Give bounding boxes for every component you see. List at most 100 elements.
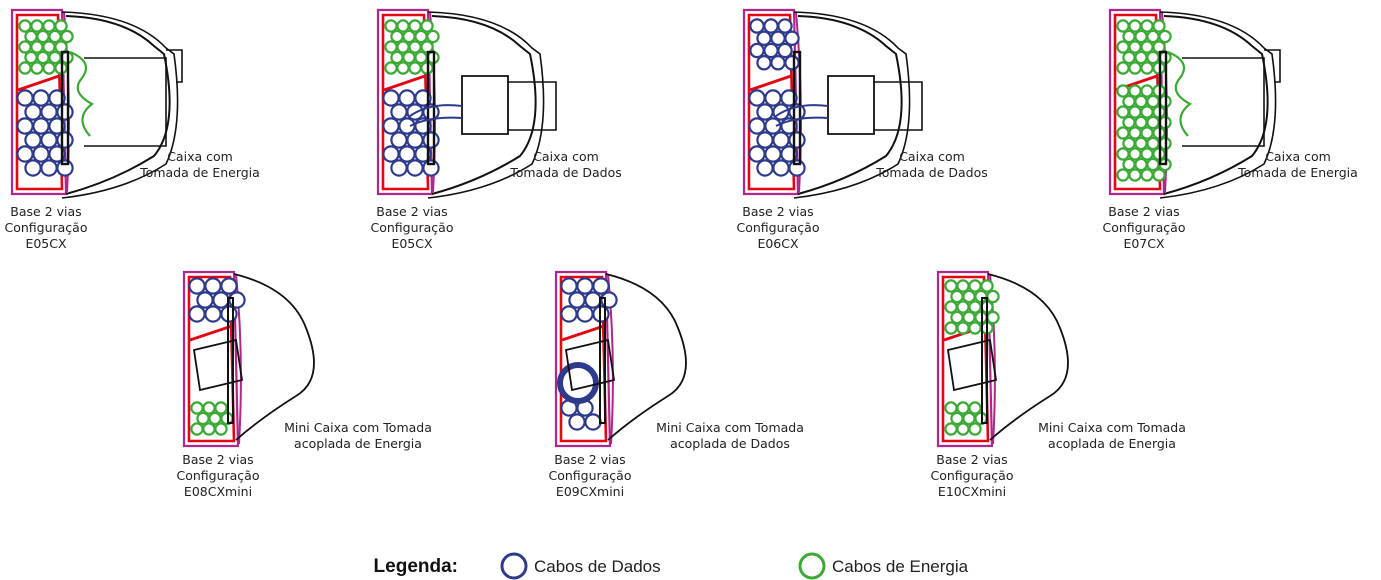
- cable-circle: [188, 277, 206, 295]
- cable-circle: [1140, 61, 1154, 75]
- base-label-line: E09CXmini: [556, 484, 624, 499]
- cable-circle: [390, 50, 404, 65]
- cable-circle: [396, 19, 410, 33]
- cable-circle: [390, 29, 404, 44]
- top-compartment-cables: [560, 277, 618, 323]
- base-inner-wall: [941, 275, 990, 443]
- box-caption-line: Mini Caixa com Tomada: [284, 420, 432, 435]
- cable-circle: [24, 103, 42, 121]
- cable-circle: [968, 300, 982, 314]
- cable-circle: [396, 61, 410, 75]
- cable-circle: [1152, 19, 1166, 33]
- cable-circle: [944, 422, 958, 436]
- cable-circle: [980, 279, 994, 293]
- cable-circle: [406, 131, 424, 149]
- data-socket: [827, 75, 875, 135]
- cable-circle: [1146, 157, 1160, 172]
- cable-circle: [944, 321, 958, 335]
- box-caption-line: Mini Caixa com Tomada: [1038, 420, 1186, 435]
- cable-circle: [408, 19, 422, 33]
- bottom-compartment-cables: [944, 401, 988, 436]
- box-caption-line: Tomada de Dados: [509, 165, 622, 180]
- top-compartment-cables: [384, 19, 440, 75]
- cable-circle: [1140, 105, 1154, 119]
- cable-circle: [1116, 147, 1130, 161]
- cable-circle: [1158, 29, 1172, 44]
- box-shell-outer: [1159, 11, 1277, 199]
- energy-socket: [84, 57, 167, 147]
- cable-circle: [36, 50, 50, 65]
- cable-circle: [396, 40, 410, 54]
- cable-circle: [382, 89, 400, 107]
- cable-circle: [40, 103, 58, 121]
- cable-circle: [777, 18, 793, 34]
- cable-circle: [1116, 19, 1130, 33]
- cable-circle: [962, 289, 976, 304]
- cable-circle: [1128, 168, 1142, 182]
- base-label-line: E05CX: [391, 236, 433, 251]
- cable-circle: [382, 145, 400, 163]
- cable-circle: [756, 103, 774, 121]
- cable-circle: [950, 411, 964, 426]
- cable-circle: [54, 19, 68, 33]
- base-label-line: E07CX: [1123, 236, 1165, 251]
- base-label-line: Base 2 vias: [182, 452, 253, 467]
- cable-circle: [788, 159, 806, 177]
- cable-circle: [1122, 94, 1136, 109]
- cable-circle: [32, 89, 50, 107]
- cable-circle: [1146, 115, 1160, 130]
- cable-circle: [202, 422, 216, 436]
- cable-circle: [1140, 19, 1154, 33]
- cable-circle: [212, 291, 230, 309]
- cable-circle: [24, 29, 38, 44]
- cable-circle: [30, 40, 44, 54]
- cable-circle: [770, 30, 786, 46]
- energy-wire: [69, 50, 94, 137]
- cable-circle: [56, 103, 74, 121]
- base-outer-wall: [936, 270, 994, 448]
- base-label-line: Configuração: [370, 220, 453, 235]
- cable-circle: [30, 19, 44, 33]
- base-inner-wall: [381, 13, 430, 191]
- bottom-compartment-cables: [190, 401, 234, 436]
- cable-circle: [384, 19, 398, 33]
- cable-circle: [1128, 61, 1142, 75]
- cable-circle: [944, 300, 958, 314]
- cable-circle: [196, 291, 214, 309]
- base-outer-wall: [554, 270, 612, 448]
- box-caption-line: Tomada de Energia: [1237, 165, 1358, 180]
- cable-circle: [962, 310, 976, 325]
- base-label-line: Base 2 vias: [376, 204, 447, 219]
- base-label-line: Configuração: [736, 220, 819, 235]
- cable-circle: [784, 30, 800, 46]
- cable-circle: [1134, 157, 1148, 172]
- cable-circle: [568, 413, 586, 431]
- box-caption-line: Caixa com: [167, 149, 233, 164]
- cable-circle: [390, 103, 408, 121]
- cable-circle: [1146, 50, 1160, 65]
- cable-circle: [764, 89, 782, 107]
- cable-circle: [56, 131, 74, 149]
- cable-circle: [1122, 136, 1136, 151]
- cable-circle: [956, 300, 970, 314]
- cable-circle: [24, 50, 38, 65]
- cable-circle: [196, 411, 210, 426]
- cable-circle: [576, 277, 594, 295]
- cable-circle: [944, 401, 958, 415]
- cable-circle: [600, 291, 618, 309]
- legend-item-label: Cabos de Energia: [832, 557, 969, 576]
- cable-circle: [1140, 40, 1154, 54]
- cable-circle: [968, 321, 982, 335]
- data-wire: [409, 104, 463, 127]
- mounting-bar: [1158, 50, 1168, 166]
- cable-circle: [1134, 115, 1148, 130]
- box-shell: [65, 15, 171, 195]
- cable-circle: [950, 310, 964, 325]
- cable-circle: [944, 279, 958, 293]
- cable-circle: [584, 291, 602, 309]
